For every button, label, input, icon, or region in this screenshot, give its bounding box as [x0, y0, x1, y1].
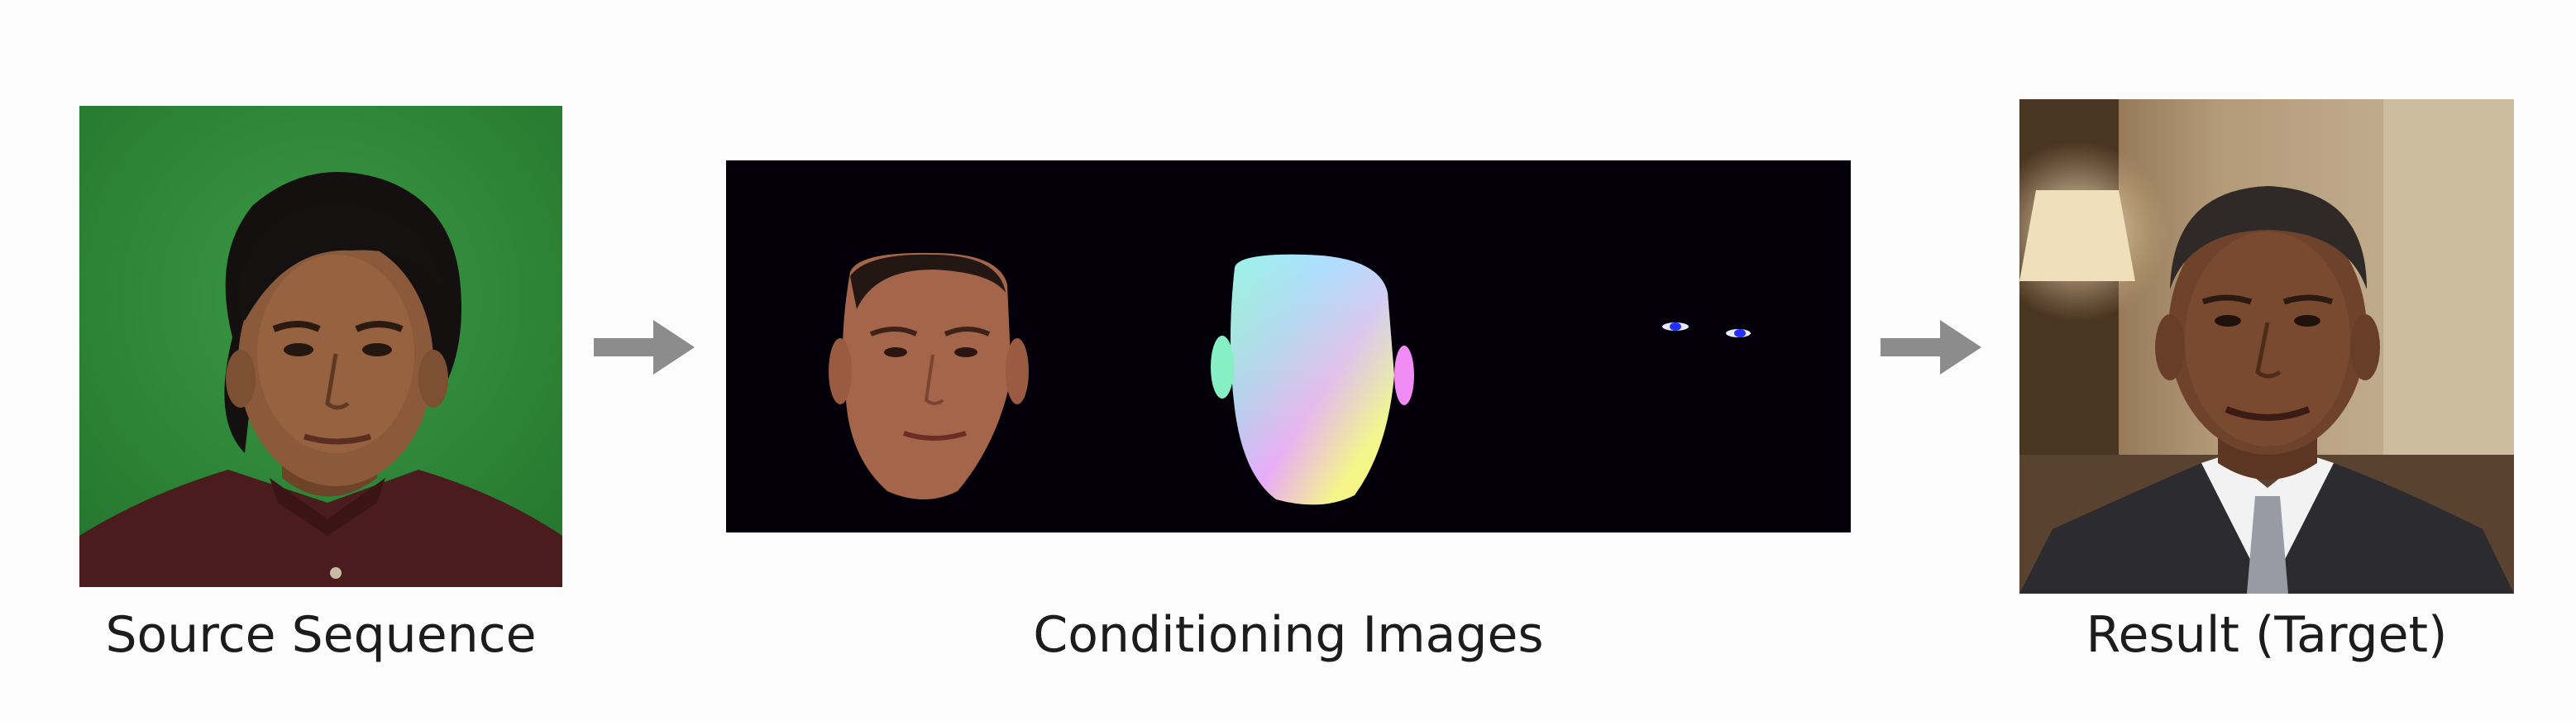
correspondence-map — [1211, 254, 1414, 505]
conditioning-images-caption: Conditioning Images — [1033, 606, 1544, 664]
conditioning-images — [726, 160, 1851, 532]
arrow-right-icon — [1881, 320, 1981, 375]
result-target-caption: Result (Target) — [2086, 606, 2448, 664]
source-sequence-caption: Source Sequence — [105, 606, 537, 664]
source-sequence-image — [79, 106, 562, 587]
rendered-face — [829, 252, 1029, 499]
result-target-image — [2019, 99, 2514, 594]
eye-gaze-map — [1662, 322, 1751, 337]
arrow-right-icon — [594, 320, 695, 375]
